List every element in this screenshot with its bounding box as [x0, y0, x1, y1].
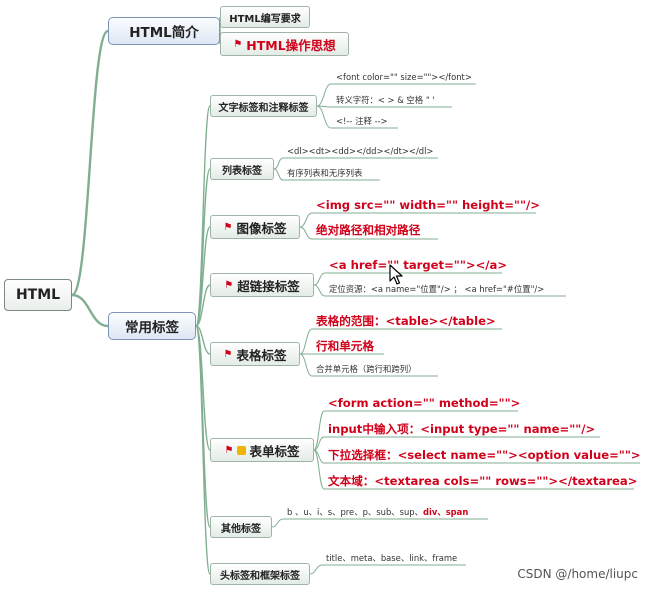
- watermark: CSDN @/home/liupc: [517, 567, 638, 581]
- group-image-label: 图像标签: [236, 220, 287, 236]
- connector-leaf: [299, 328, 313, 355]
- leaf-other-highlight: div、span: [423, 507, 469, 517]
- leaf-head-tags: title、meta、base、link、frame: [326, 553, 458, 563]
- connector-leaf: [313, 284, 326, 297]
- leaf-select-tag: 下拉选择框：<select name=""><option value="">: [328, 448, 641, 462]
- leaf-row-cell: 行和单元格: [316, 339, 374, 353]
- root-node[interactable]: HTML: [4, 279, 72, 311]
- leaf-dl-tag: <dl><dt><dd></dd></dt></dl>: [287, 146, 434, 156]
- branch-common[interactable]: 常用标签: [108, 312, 196, 340]
- connector-leaf: [271, 518, 284, 528]
- group-list[interactable]: 列表标签: [210, 158, 274, 180]
- connector-leaf: [313, 272, 326, 286]
- connector-root-common: [71, 293, 109, 328]
- group-other[interactable]: 其他标签: [210, 516, 272, 538]
- leaf-anchor-locate: 定位资源：<a name="位置"/> ； <a href="#位置"/>: [329, 284, 545, 294]
- group-link[interactable]: ⚑ 超链接标签: [210, 273, 314, 297]
- connector-leaf: [299, 212, 313, 228]
- leaf-table-scope: 表格的范围：<table></table>: [316, 314, 496, 328]
- leaf-form-tag: <form action="" method="">: [328, 396, 521, 410]
- connector-leaf: [313, 410, 325, 451]
- red-flag-icon: ⚑: [223, 348, 233, 360]
- red-flag-icon: ⚑: [223, 221, 233, 233]
- connector-root-intro: [70, 29, 110, 297]
- connector-common-group: [195, 284, 211, 327]
- connector-common-group: [195, 325, 211, 575]
- leaf-escape-chars: 转义字符：< > & 空格 " ': [336, 95, 435, 105]
- intro-item-thinking-label: HTML操作思想: [246, 37, 336, 53]
- intro-item-requirements[interactable]: HTML编写要求: [220, 6, 310, 28]
- leaf-textarea-tag: 文本域：<textarea cols="" rows=""></textarea…: [328, 474, 638, 488]
- connector-common-group: [195, 226, 211, 327]
- red-flag-icon: ⚑: [224, 279, 234, 291]
- branch-intro[interactable]: HTML简介: [108, 17, 220, 45]
- group-table[interactable]: ⚑ 表格标签: [210, 342, 300, 366]
- connector-leaf: [273, 157, 284, 170]
- connector-leaf: [313, 449, 325, 490]
- connector-leaf: [313, 436, 325, 451]
- connector-leaf: [273, 168, 284, 181]
- leaf-other-plain: b 、u、i、s、pre、p、sub、sup、: [287, 507, 423, 517]
- red-flag-icon: ⚑: [224, 444, 234, 456]
- group-link-label: 超链接标签: [237, 278, 300, 294]
- thumbs-up-icon: [237, 445, 247, 455]
- leaf-a-tag: <a href="" target=""></a>: [329, 258, 508, 272]
- leaf-font-tag: <font color="" size=""></font>: [336, 72, 472, 82]
- connector-leaf: [316, 83, 332, 107]
- leaf-merge-cells: 合并单元格（跨行和跨列）: [316, 364, 417, 374]
- group-head[interactable]: 头标签和框架标签: [210, 563, 310, 585]
- leaf-img-tag: <img src="" width="" height=""/>: [316, 198, 540, 212]
- connector-leaf: [299, 353, 313, 377]
- connector-leaf: [316, 105, 332, 129]
- connector-leaf: [309, 564, 323, 575]
- group-text[interactable]: 文字标签和注释标签: [210, 95, 317, 117]
- leaf-other-tags: b 、u、i、s、pre、p、sub、sup、div、span: [287, 507, 468, 517]
- connector-leaf: [299, 226, 313, 240]
- mouse-cursor-icon: [389, 264, 403, 285]
- leaf-ordered-unordered: 有序列表和无序列表: [287, 168, 363, 178]
- connector-common-group: [195, 105, 211, 327]
- leaf-paths: 绝对路径和相对路径: [316, 223, 421, 237]
- red-flag-icon: ⚑: [233, 38, 243, 50]
- leaf-comment: <!-- 注释 -->: [336, 116, 388, 126]
- group-table-label: 表格标签: [236, 347, 287, 363]
- group-form-label: 表单标签: [249, 443, 300, 459]
- connector-common-group: [195, 325, 211, 355]
- intro-item-thinking[interactable]: ⚑ HTML操作思想: [220, 32, 349, 56]
- group-image[interactable]: ⚑ 图像标签: [210, 215, 300, 239]
- leaf-input-tag: input中输入项：<input type="" name=""/>: [328, 422, 596, 436]
- group-form[interactable]: ⚑ 表单标签: [210, 438, 314, 462]
